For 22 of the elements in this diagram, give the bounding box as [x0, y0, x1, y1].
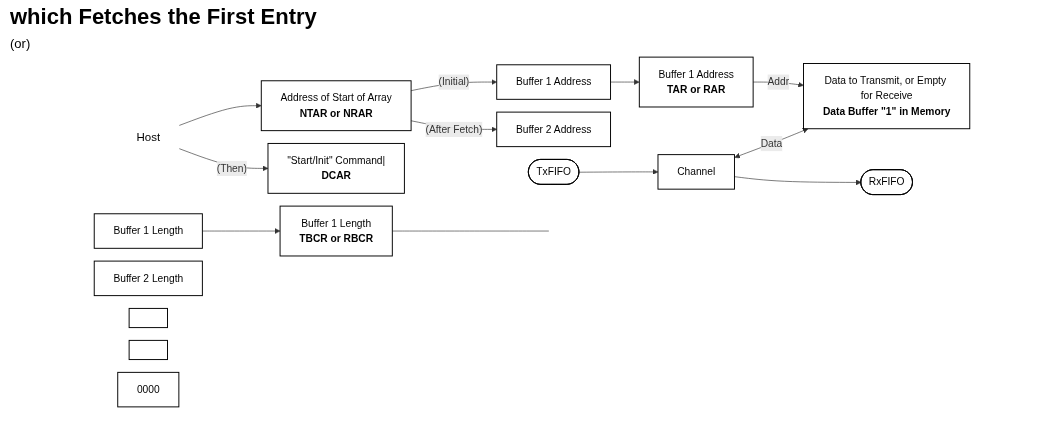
- edge-label: Addr: [767, 76, 790, 88]
- node-box: [128, 307, 168, 329]
- node-box: Buffer 1 Length TBCR or RBCR: [279, 205, 393, 257]
- node-text: Host: [136, 130, 161, 144]
- connector: [392, 230, 550, 232]
- edge-label: (After Fetch): [425, 123, 483, 135]
- note-label: (or): [10, 36, 31, 51]
- node-box: [128, 339, 168, 361]
- node-box: Buffer 1 Address TAR or RAR: [638, 56, 754, 108]
- node-box: Buffer 1 Length: [93, 213, 203, 249]
- node-box: "Start/Init" Command| DCAR: [267, 142, 405, 194]
- node-box: 0000: [117, 371, 180, 408]
- node-box: Buffer 2 Address: [496, 111, 611, 148]
- node-box: Buffer 1 Address: [496, 64, 611, 100]
- node-box: Channel: [657, 154, 735, 190]
- edge-label: (Initial): [438, 76, 470, 88]
- diagram-title: which Fetches the First Entry: [10, 4, 318, 30]
- edge-label: Data: [760, 137, 783, 149]
- node-box: Buffer 2 Length: [93, 260, 203, 297]
- node-box: Address of Start of Array NTAR or NRAR: [260, 80, 412, 132]
- node-box: Data to Transmit, or Empty for Receive Data Buffer "1" in Memory: [803, 63, 971, 130]
- edge-label: (Then): [216, 162, 247, 174]
